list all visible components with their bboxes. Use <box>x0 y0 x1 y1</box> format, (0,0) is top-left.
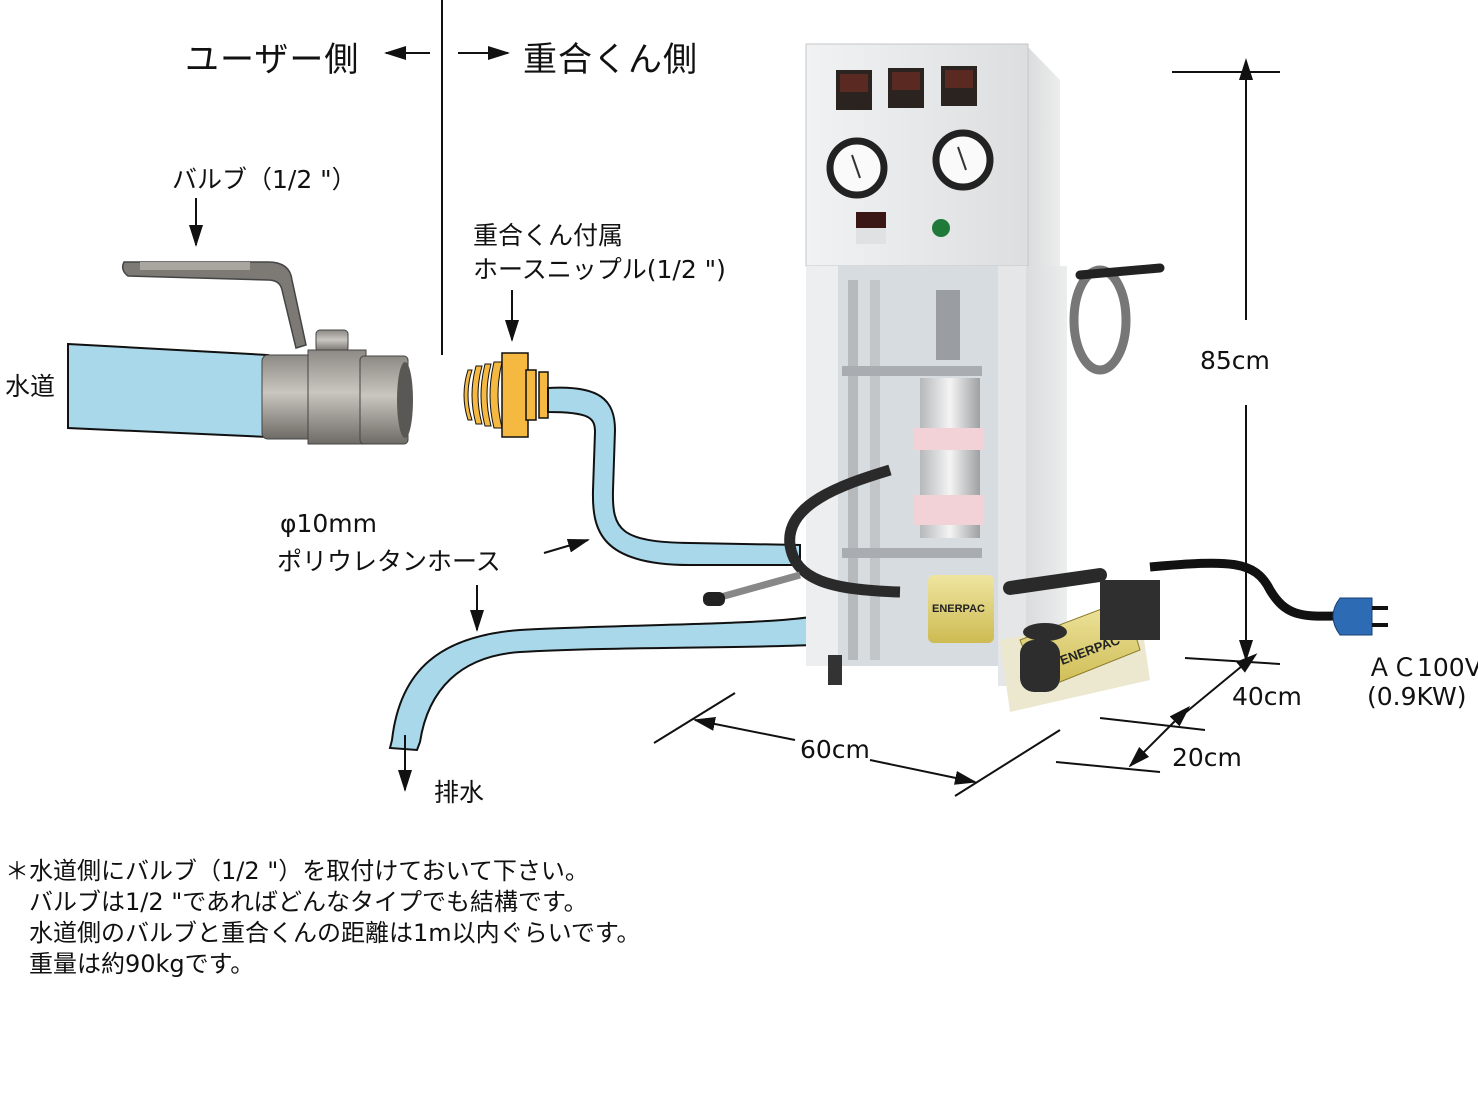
valve-label: バルブ（1/2 "） <box>172 165 357 194</box>
width-left-line <box>653 692 736 744</box>
width-dimension-label: 60cm <box>800 735 870 764</box>
width-dimension-left <box>693 717 796 741</box>
power-voltage-label: ＡＣ100V <box>1367 653 1478 682</box>
power-lamp <box>932 219 950 237</box>
power-cord <box>1149 558 1336 621</box>
machine-side-label: 重合くん側 <box>523 40 698 80</box>
note-line: 重量は約90kgです。 <box>5 950 255 978</box>
width-dimension-right <box>869 759 977 785</box>
handwheel <box>1069 265 1131 375</box>
drain-hose <box>388 615 811 752</box>
offset-dimension-line <box>1128 705 1191 768</box>
water-pipe <box>67 342 270 439</box>
ball-valve <box>121 261 413 445</box>
drain-label: 排水 <box>434 778 485 807</box>
hydraulic-hose <box>784 464 901 598</box>
depth-dimension-label: 40cm <box>1232 682 1302 711</box>
hydraulic-cylinder <box>928 575 994 643</box>
user-side-label: ユーザー側 <box>185 40 360 80</box>
power-wattage-label: (0.9KW) <box>1367 682 1467 711</box>
depth-end-line <box>1099 717 1206 731</box>
width-right-line <box>954 729 1061 797</box>
power-plug <box>1332 597 1373 636</box>
note-line: バルブは1/2 "であればどんなタイプでも結構です。 <box>5 888 588 916</box>
hose-label-arrow <box>543 538 590 554</box>
nipple-label-line1: 重合くん付属 <box>473 221 624 250</box>
hose-nipple <box>463 352 549 438</box>
depth-dimension-line <box>1184 653 1258 714</box>
hand-pump: ENERPAC <box>1000 568 1160 712</box>
note-line: 水道側のバルブと重合くんの距離は1m以内ぐらいです。 <box>5 919 641 947</box>
inlet-hose <box>547 386 801 566</box>
water-supply-label: 水道 <box>5 372 56 401</box>
height-bottom-line <box>1184 657 1281 665</box>
cylinder-brand: ENERPAC <box>932 603 985 615</box>
offset-end-line <box>1055 761 1161 773</box>
hose-name-label: ポリウレタンホース <box>277 547 501 576</box>
hose-diameter-label: φ10mm <box>280 509 378 538</box>
note-line: ＊水道側にバルブ（1/2 "）を取付けておいて下さい。 <box>5 857 589 885</box>
installation-notes: ＊水道側にバルブ（1/2 "）を取付けておいて下さい。 バルブは1/2 "であれ… <box>5 856 641 980</box>
height-dimension-label: 85cm <box>1200 346 1270 375</box>
nipple-label-line2: ホースニップル(1/2 ") <box>473 255 726 284</box>
timer-display <box>856 212 886 228</box>
offset-dimension-label: 20cm <box>1172 743 1242 772</box>
